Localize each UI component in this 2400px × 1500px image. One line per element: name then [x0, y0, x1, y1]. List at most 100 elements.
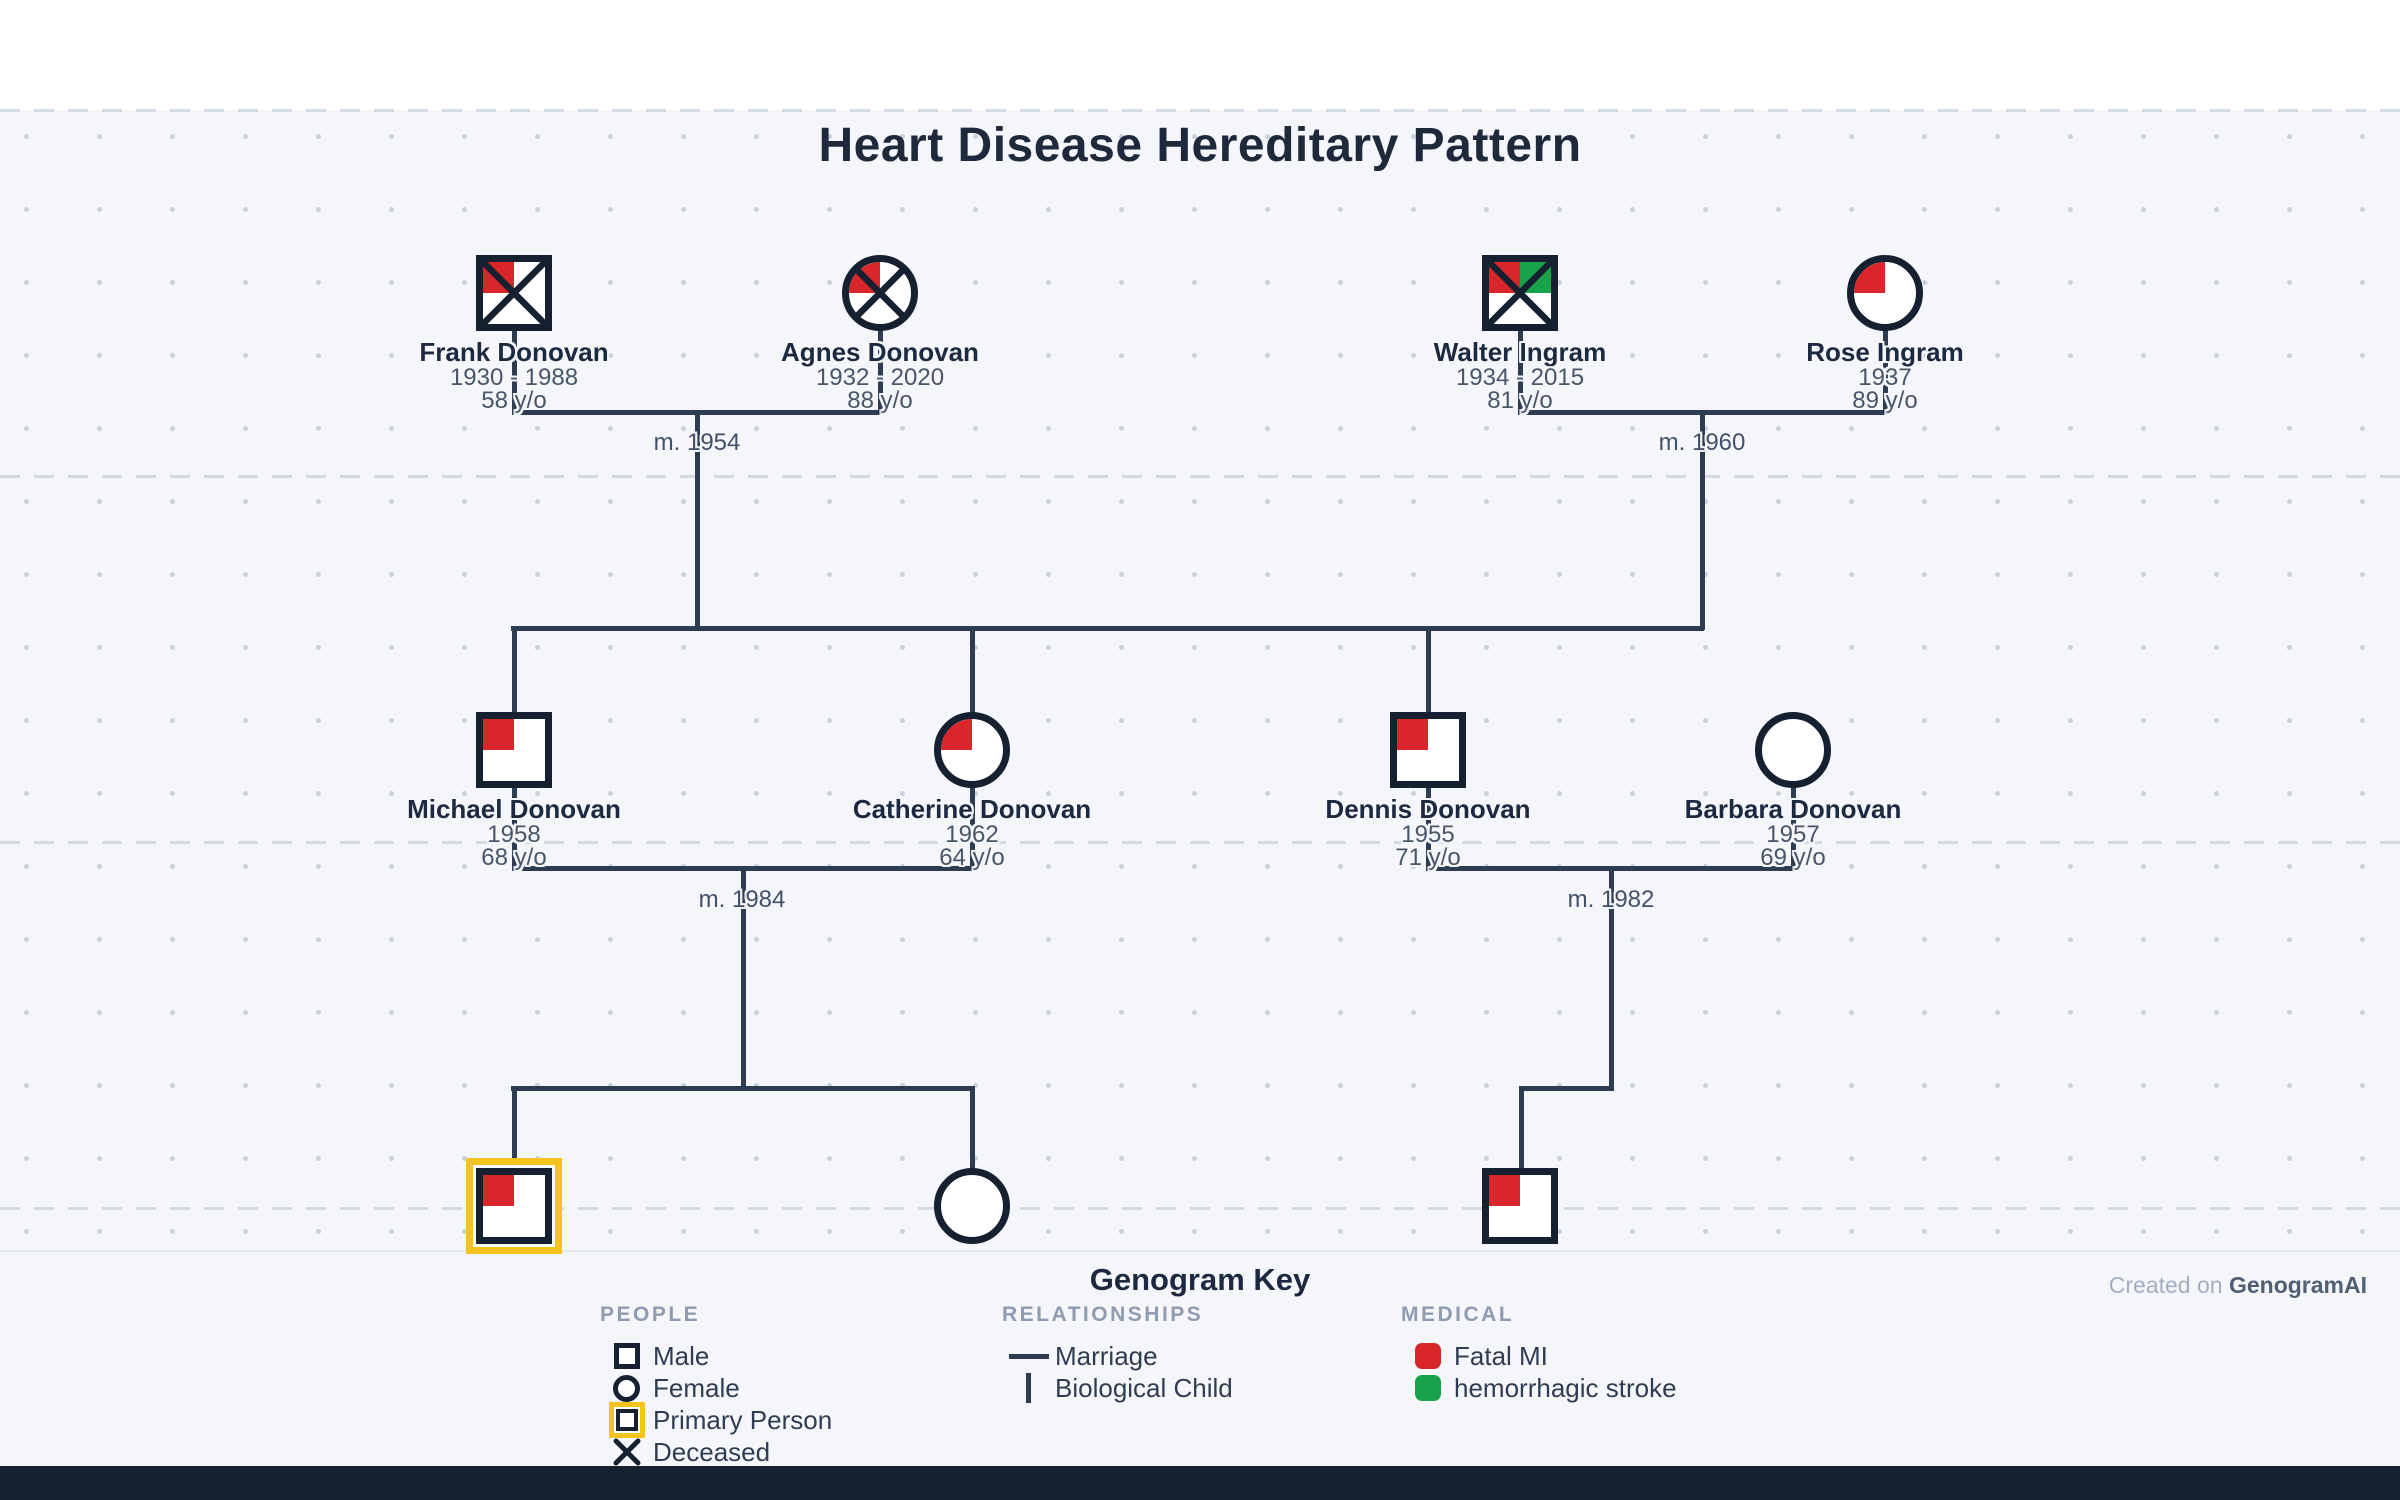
person-age: 69 y/o	[1760, 844, 1826, 871]
marriage-drop-walter-rose	[1700, 410, 1705, 630]
person-age: 71 y/o	[1395, 844, 1461, 871]
child-drop-michael	[512, 626, 517, 715]
fatal-mi-color-chip	[1414, 1343, 1441, 1369]
primary-person-icon	[608, 1402, 645, 1438]
spouse-drop-dennis	[1426, 785, 1431, 870]
person-age: 58 y/o	[481, 387, 547, 414]
child-drop-son2	[1519, 1086, 1524, 1170]
marriage-label: m. 1960	[1658, 429, 1746, 456]
key-item-marriage: Marriage	[1002, 1340, 1233, 1372]
key-section-header: PEOPLE	[600, 1303, 701, 1326]
female-deceased-symbol	[842, 255, 918, 331]
children-bus-dennis-barbara	[1519, 1086, 1614, 1091]
key-item-biological-child: Biological Child	[1002, 1372, 1233, 1404]
person-name: Barbara Donovan	[1684, 794, 1902, 824]
marriage-drop-michael-catherine	[741, 866, 746, 1090]
biological-child-line-icon	[1026, 1373, 1031, 1403]
person-label-walter: Walter Ingram 1934 - 2015 81 y/o	[1360, 337, 1680, 414]
key-section-header: RELATIONSHIPS	[1002, 1303, 1204, 1326]
person-node-barbara[interactable]	[1755, 712, 1831, 788]
key-section-medical: MEDICAL Fatal MI hemorrhagic stroke	[1401, 1303, 1677, 1404]
key-item-male: Male	[600, 1340, 832, 1372]
female-symbol	[1755, 712, 1831, 788]
person-years: 1958	[487, 821, 541, 848]
key-divider	[0, 1250, 2400, 1252]
key-section-relationships: RELATIONSHIPS Marriage Biological Child	[1002, 1303, 1233, 1404]
bottom-bar	[0, 1466, 2400, 1500]
person-node-dennis[interactable]	[1390, 712, 1466, 788]
key-panel-background	[0, 1250, 2400, 1466]
deceased-x-icon	[613, 1438, 640, 1466]
person-label-catherine: Catherine Donovan 1962 64 y/o	[812, 794, 1132, 871]
key-item-fatal-mi: Fatal MI	[1401, 1340, 1677, 1372]
person-age: 89 y/o	[1852, 387, 1918, 414]
person-age: 64 y/o	[939, 844, 1005, 871]
child-drop-son1	[512, 1086, 517, 1170]
person-node-catherine[interactable]	[934, 712, 1010, 788]
grid-dashed-line	[0, 841, 2400, 844]
spouse-drop-agnes	[878, 329, 883, 414]
children-bus-michael-catherine	[511, 1086, 974, 1091]
person-age: 68 y/o	[481, 844, 547, 871]
female-symbol	[1847, 255, 1923, 331]
key-section-people: PEOPLE Male Female Primary Person Deceas…	[600, 1303, 832, 1468]
male-deceased-symbol	[476, 255, 552, 331]
female-symbol-icon	[613, 1374, 640, 1402]
key-item-primary: Primary Person	[600, 1402, 832, 1438]
person-years: 1934 - 2015	[1455, 364, 1585, 391]
person-age: 88 y/o	[847, 387, 913, 414]
person-node-agnes[interactable]	[842, 255, 918, 331]
key-section-header: MEDICAL	[1401, 1303, 1515, 1326]
person-node-son2[interactable]	[1482, 1168, 1558, 1244]
person-age: 81 y/o	[1487, 387, 1553, 414]
diagram-title: Heart Disease Hereditary Pattern	[818, 119, 1582, 172]
grid-dashed-line	[0, 475, 2400, 478]
male-symbol-icon	[613, 1343, 640, 1369]
spouse-drop-catherine	[970, 785, 975, 870]
spouse-drop-barbara	[1791, 785, 1796, 870]
person-years: 1962	[945, 821, 999, 848]
person-node-frank[interactable]	[476, 255, 552, 331]
spouse-drop-frank	[512, 329, 517, 414]
person-label-barbara: Barbara Donovan 1957 69 y/o	[1633, 794, 1953, 871]
grid-dashed-line	[0, 109, 2400, 112]
person-label-michael: Michael Donovan 1958 68 y/o	[354, 794, 674, 871]
person-node-michael[interactable]	[476, 712, 552, 788]
person-label-dennis: Dennis Donovan 1955 71 y/o	[1268, 794, 1588, 871]
person-node-rose[interactable]	[1847, 255, 1923, 331]
child-drop-dennis	[1426, 626, 1431, 715]
spouse-drop-rose	[1883, 329, 1888, 414]
person-name: Rose Ingram	[1806, 337, 1964, 367]
person-name: Catherine Donovan	[852, 794, 1092, 824]
key-item-hemorrhagic-stroke: hemorrhagic stroke	[1401, 1372, 1677, 1404]
person-node-walter[interactable]	[1482, 255, 1558, 331]
key-item-deceased: Deceased	[600, 1436, 832, 1468]
person-name: Michael Donovan	[407, 794, 621, 824]
person-years: 1957	[1766, 821, 1820, 848]
brand-name: GenogramAI	[2228, 1272, 2367, 1298]
dot-grid-background	[0, 110, 2400, 1466]
male-deceased-symbol	[1482, 255, 1558, 331]
male-symbol-primary	[476, 1168, 552, 1244]
male-symbol	[1390, 712, 1466, 788]
person-label-rose: Rose Ingram 1937 89 y/o	[1725, 337, 2045, 414]
person-name: Frank Donovan	[419, 337, 609, 367]
person-name: Dennis Donovan	[1325, 794, 1531, 824]
person-years: 1932 - 2020	[815, 364, 945, 391]
marriage-label: m. 1954	[653, 429, 741, 456]
person-node-primary-son[interactable]	[466, 1158, 562, 1254]
spouse-drop-michael	[512, 785, 517, 870]
person-node-daughter[interactable]	[934, 1168, 1010, 1244]
person-years: 1937	[1858, 364, 1912, 391]
person-name: Walter Ingram	[1433, 337, 1607, 367]
male-symbol	[1482, 1168, 1558, 1244]
person-label-frank: Frank Donovan 1930 - 1988 58 y/o	[354, 337, 674, 414]
spouse-drop-walter	[1518, 329, 1523, 414]
grid-dashed-line	[0, 1207, 2400, 1210]
person-name: Agnes Donovan	[781, 337, 979, 367]
created-on-credit: Created on GenogramAI	[2109, 1272, 2367, 1299]
female-symbol	[934, 712, 1010, 788]
male-symbol	[476, 712, 552, 788]
children-bus-gen2	[511, 626, 1704, 631]
